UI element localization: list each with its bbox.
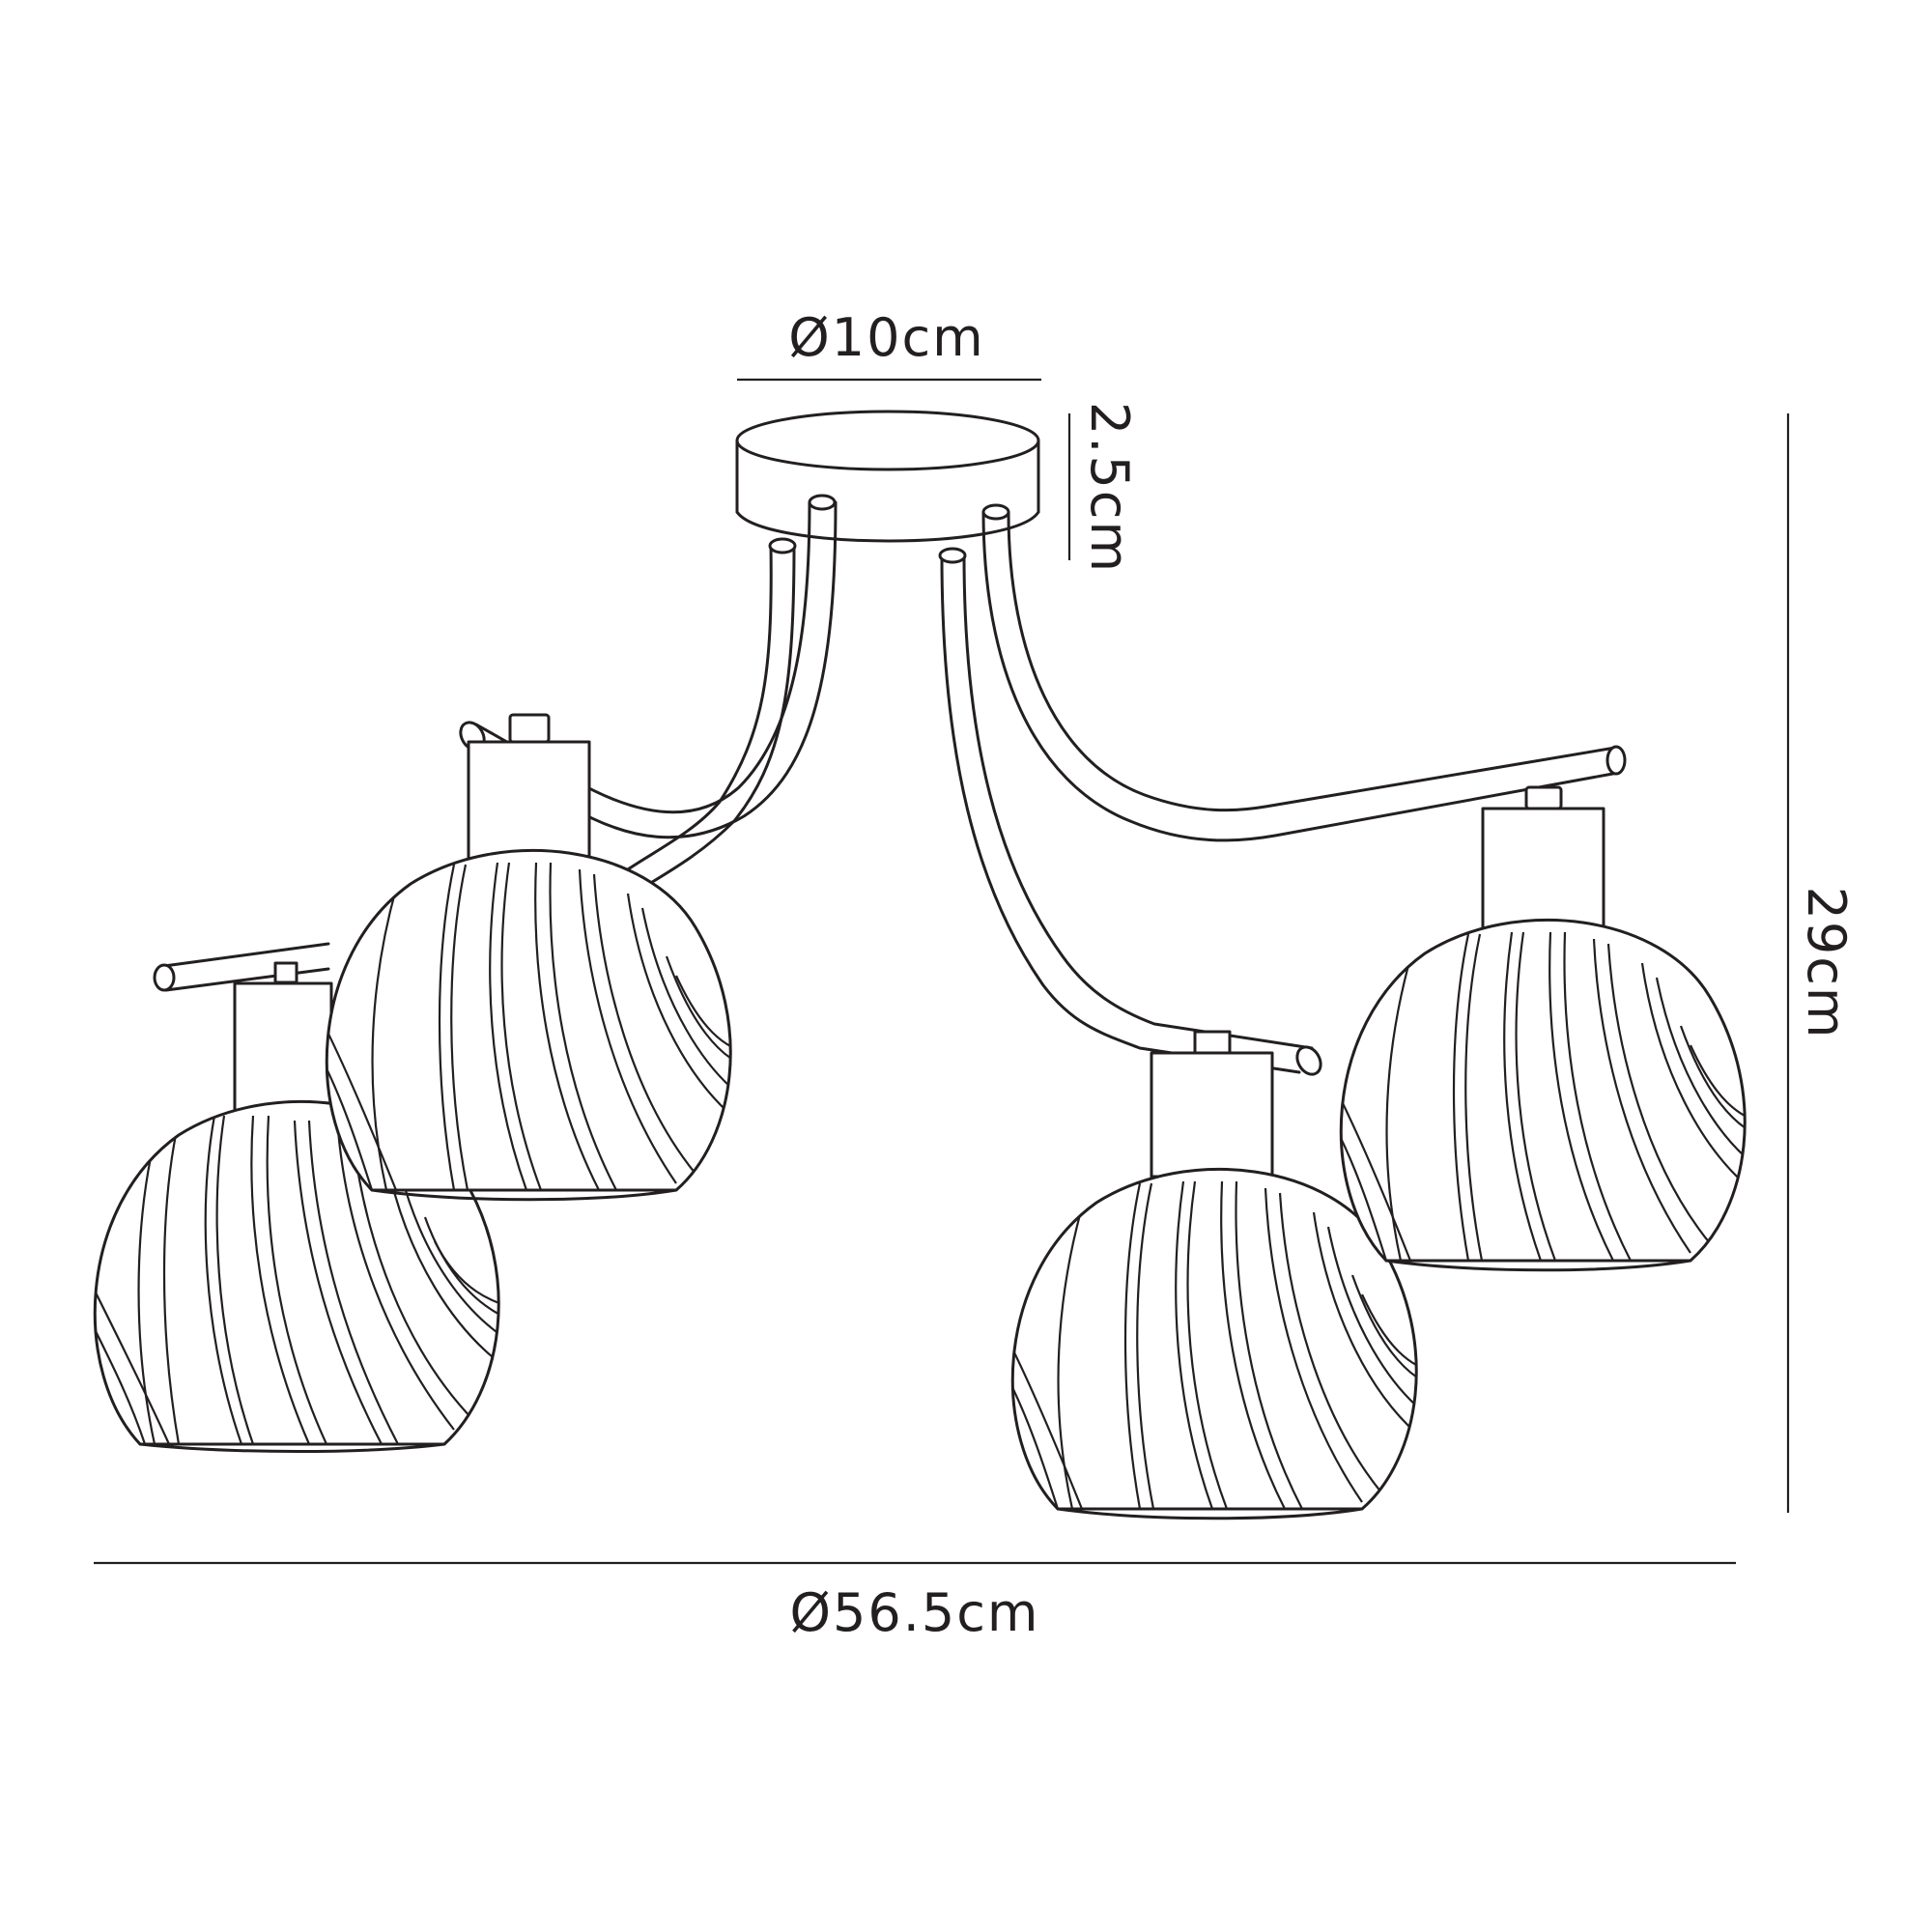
shade-right-back [1339, 785, 1747, 1272]
arm-right-front [938, 547, 1322, 1076]
canopy-diameter-label: Ø10cm [788, 307, 985, 368]
overall-height-label: 29cm [1796, 886, 1857, 1039]
arm-right-back [981, 503, 1627, 842]
arm-left-back [459, 494, 838, 839]
canopy-height-label: 2.5cm [1079, 402, 1140, 574]
arm-left-front [153, 537, 797, 992]
canopy [735, 410, 1040, 543]
shade-left-front [325, 713, 732, 1202]
shade-right-front [1010, 1030, 1418, 1520]
overall-diameter-label: Ø56.5cm [789, 1582, 1039, 1643]
